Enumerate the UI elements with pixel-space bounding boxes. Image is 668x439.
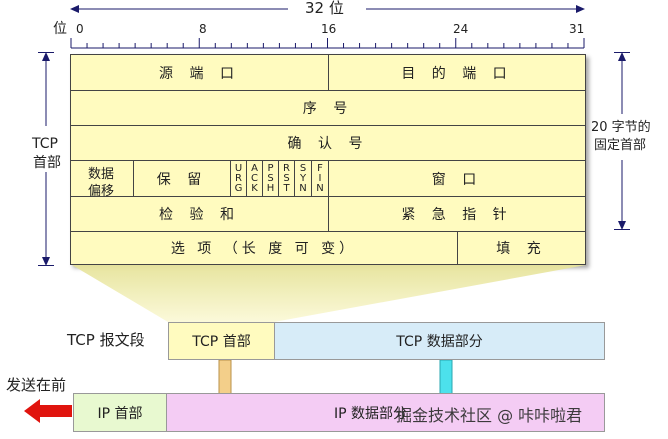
flag-letter: C — [251, 172, 258, 184]
width-arrow-icon — [70, 5, 585, 13]
source-port-label: 源 端 口 — [159, 65, 240, 82]
red-left-arrow-icon — [24, 399, 72, 423]
fixed-header-label-1: 20 字节的 — [591, 120, 651, 135]
data-offset-field: 数据 偏移 — [71, 161, 134, 199]
flag-letter: S — [299, 162, 307, 174]
bit-tick-0: 0 — [76, 22, 84, 36]
sequence-number-field: 序 号 — [71, 91, 586, 126]
ip-data-box: IP 数据部分 — [166, 393, 605, 432]
flag-letter: Y — [299, 172, 307, 184]
padding-label: 填 充 — [496, 241, 547, 257]
flag-letter: N — [299, 182, 307, 194]
flag-letter: A — [251, 162, 258, 174]
flag-letter: S — [267, 172, 274, 184]
flag-letter: H — [266, 182, 275, 194]
flag-letter: I — [318, 172, 322, 184]
flag-letter: T — [283, 182, 290, 194]
flag-letter: F — [317, 162, 323, 174]
flag-letter: G — [234, 182, 243, 194]
bit-tick-24: 24 — [453, 22, 469, 36]
flag-letter: R — [235, 172, 242, 184]
ack-number-label: 确 认 号 — [287, 136, 369, 152]
right-dimension-arrow-icon — [614, 52, 630, 230]
ip-header-box: IP 首部 — [73, 393, 167, 432]
tcp-header-box-label: TCP 首部 — [192, 334, 251, 350]
destination-port-label: 目 的 端 口 — [401, 65, 513, 82]
position-label: 位 — [53, 21, 67, 37]
flag-letter: R — [283, 162, 290, 174]
options-field: 选 项 （长 度 可 变） — [71, 232, 458, 265]
checksum-field: 检 验 和 — [71, 197, 329, 232]
reserved-label: 保 留 — [156, 171, 208, 188]
tcp-segment-label: TCP 报文段 — [67, 331, 145, 349]
source-port-field: 源 端 口 — [71, 55, 329, 91]
tcp-header-box: TCP 首部 — [168, 322, 275, 360]
flag-letter: U — [234, 162, 243, 174]
tcp-data-box-label: TCP 数据部分 — [396, 334, 483, 350]
flag-letter: N — [316, 182, 324, 194]
bit-tick-8: 8 — [199, 22, 207, 36]
data-offset-label-2: 偏移 — [88, 184, 115, 199]
width-label: 32 位 — [305, 0, 344, 17]
data-offset-label-1: 数据 — [88, 167, 115, 182]
destination-port-field: 目 的 端 口 — [329, 55, 586, 91]
reserved-field: 保 留 — [134, 161, 231, 197]
window-field: 窗 口 — [329, 161, 586, 197]
fixed-header-label-2: 固定首部 — [594, 138, 647, 153]
send-first-label: 发送在前 — [6, 376, 67, 394]
bit-tick-31: 31 — [569, 22, 585, 36]
left-dimension-arrow-icon — [38, 52, 54, 266]
tcp-data-box: TCP 数据部分 — [274, 322, 605, 360]
urgent-pointer-label: 紧 急 指 针 — [401, 207, 513, 223]
options-label: 选 项 （长 度 可 变） — [170, 241, 358, 257]
tcp-header-side-label-1: TCP — [32, 136, 58, 152]
window-label: 窗 口 — [431, 171, 483, 188]
urgent-pointer-field: 紧 急 指 针 — [329, 197, 586, 232]
sequence-number-label: 序 号 — [302, 101, 354, 117]
ack-number-field: 确 认 号 — [71, 126, 586, 161]
width-dimension: 32 位 — [70, 0, 585, 18]
ip-header-box-label: IP 首部 — [97, 405, 143, 422]
watermark-text: 掘金技术社区 @ 咔咔啦君 — [396, 406, 583, 425]
bit-tick-16: 16 — [321, 22, 337, 36]
flag-letter: S — [283, 172, 290, 184]
flag-letter: P — [267, 162, 274, 174]
padding-field: 填 充 — [458, 232, 586, 265]
bit-ruler — [70, 38, 585, 49]
checksum-label: 检 验 和 — [159, 207, 240, 223]
tcp-header-side-label-2: 首部 — [33, 155, 61, 171]
flag-letter: K — [251, 182, 258, 194]
ip-data-box-label: IP 数据部分 — [333, 405, 408, 422]
